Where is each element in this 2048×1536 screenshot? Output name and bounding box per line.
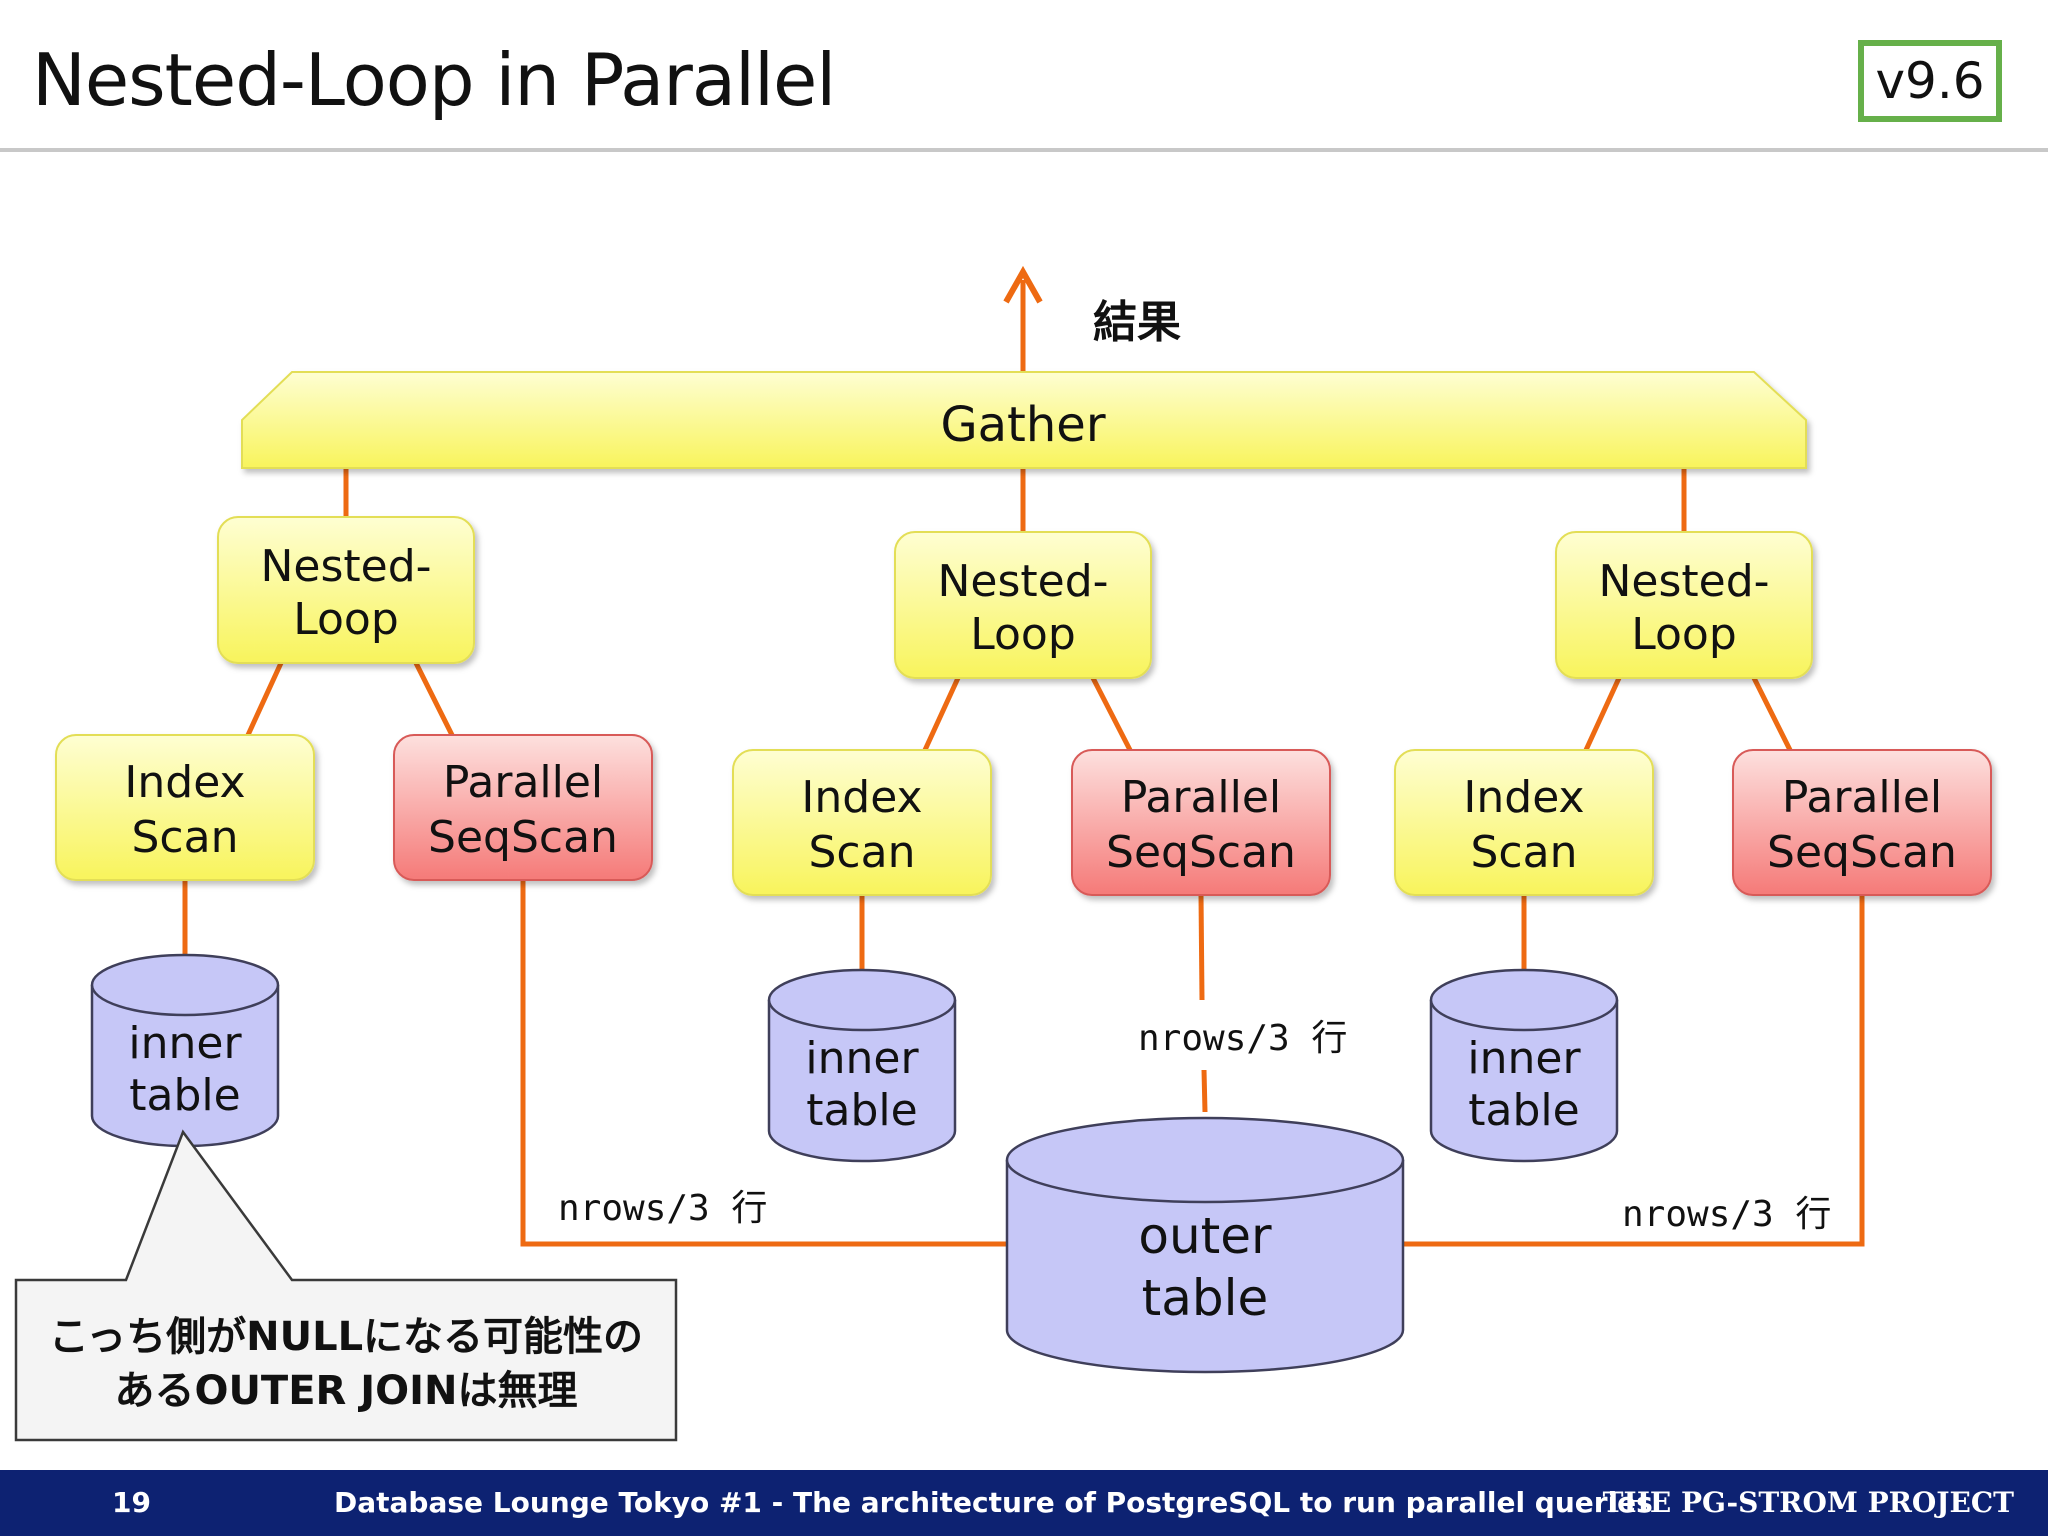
callout-text-line1: こっち側がNULLになる可能性の <box>49 1314 643 1360</box>
talk-title: Database Lounge Tokyo #1 - The architect… <box>334 1486 1653 1519</box>
index-scan-label-line2: Scan <box>1471 827 1578 878</box>
version-badge: v9.6 <box>1858 40 2002 122</box>
index-scan-node: Index Scan <box>1394 749 1654 896</box>
gather-label: Gather <box>940 397 1105 453</box>
nested-loop-label-line2: Loop <box>293 594 399 645</box>
inner-table-label-line2: table <box>806 1085 917 1136</box>
callout-bubble: こっち側がNULLになる可能性の あるOUTER JOINは無理 <box>14 1129 678 1442</box>
result-label: 結果 <box>1093 297 1181 348</box>
line-nl1-index <box>245 661 284 737</box>
line-nl3-index <box>1583 676 1622 752</box>
seqscan-label-line2: SeqScan <box>1106 827 1296 878</box>
footer-bar: 19 Database Lounge Tokyo #1 - The archit… <box>0 1470 2048 1536</box>
page-title: Nested-Loop in Parallel <box>32 38 836 122</box>
outer-table-label-line1: outer <box>1138 1207 1272 1265</box>
index-scan-label-line1: Index <box>124 757 245 808</box>
seqscan-label-line2: SeqScan <box>428 812 618 863</box>
result-arrow-head <box>1003 265 1043 304</box>
parallel-seqscan-node: Parallel SeqScan <box>1732 749 1992 896</box>
line-seq2-outer-bottom <box>1201 1069 1208 1113</box>
inner-table-label-line1: inner <box>1467 1033 1581 1084</box>
index-scan-label-line2: Scan <box>132 812 239 863</box>
seqscan-label-line1: Parallel <box>1121 772 1281 823</box>
inner-table-label-line1: inner <box>805 1033 919 1084</box>
inner-table-label-line2: table <box>129 1070 240 1121</box>
seqscan-label-line1: Parallel <box>443 757 603 808</box>
parallel-seqscan-node: Parallel SeqScan <box>393 734 653 881</box>
nested-loop-label-line1: Nested- <box>260 541 431 592</box>
nested-loop-node: Nested- Loop <box>1555 531 1813 679</box>
inner-table-cylinder: inner table <box>767 968 957 1163</box>
nested-loop-node: Nested- Loop <box>217 516 475 664</box>
line-nl2-index <box>922 676 961 752</box>
index-scan-label-line1: Index <box>1463 772 1584 823</box>
nested-loop-node: Nested- Loop <box>894 531 1152 679</box>
nested-loop-label-line1: Nested- <box>1598 556 1769 607</box>
index-scan-label-line1: Index <box>801 772 922 823</box>
seqscan-label-line1: Parallel <box>1782 772 1942 823</box>
plan-diagram: 結果 Gather Nested- Loop Index Scan Parall… <box>14 265 1992 1442</box>
index-scan-node: Index Scan <box>55 734 315 881</box>
index-scan-label-line2: Scan <box>809 827 916 878</box>
outer-table-cylinder: outer table <box>1005 1116 1405 1374</box>
callout-text-line2: あるOUTER JOINは無理 <box>114 1368 577 1414</box>
rows-label-left: nrows/3 行 <box>558 1188 767 1229</box>
inner-table-label-line2: table <box>1468 1085 1579 1136</box>
project-name: THE PG-STROM PROJECT <box>1602 1486 2014 1519</box>
nested-loop-label-line2: Loop <box>970 609 1076 660</box>
inner-table-cylinder: inner table <box>1429 968 1619 1163</box>
index-scan-node: Index Scan <box>732 749 992 896</box>
seqscan-label-line2: SeqScan <box>1767 827 1957 878</box>
nested-loop-label-line1: Nested- <box>937 556 1108 607</box>
line-nl3-seq <box>1751 676 1793 752</box>
connector-lines <box>182 265 1865 1247</box>
inner-table-label-line1: inner <box>128 1018 242 1069</box>
rows-label-right: nrows/3 行 <box>1622 1194 1831 1235</box>
nested-loop-label-line2: Loop <box>1631 609 1737 660</box>
rows-label-center: nrows/3 行 <box>1138 1018 1347 1059</box>
line-seq1-outer <box>520 880 1008 1247</box>
line-seq2-outer-top <box>1198 894 1205 1001</box>
title-divider <box>0 148 2048 152</box>
gather-node: Gather <box>241 371 1807 469</box>
line-seq3-outer <box>1404 895 1865 1247</box>
parallel-seqscan-node: Parallel SeqScan <box>1071 749 1331 896</box>
line-nl2-seq <box>1090 676 1133 752</box>
outer-table-label-line2: table <box>1142 1269 1269 1327</box>
page-number: 19 <box>112 1486 151 1519</box>
inner-table-cylinder: inner table <box>90 953 280 1148</box>
line-nl1-seq <box>413 661 455 737</box>
